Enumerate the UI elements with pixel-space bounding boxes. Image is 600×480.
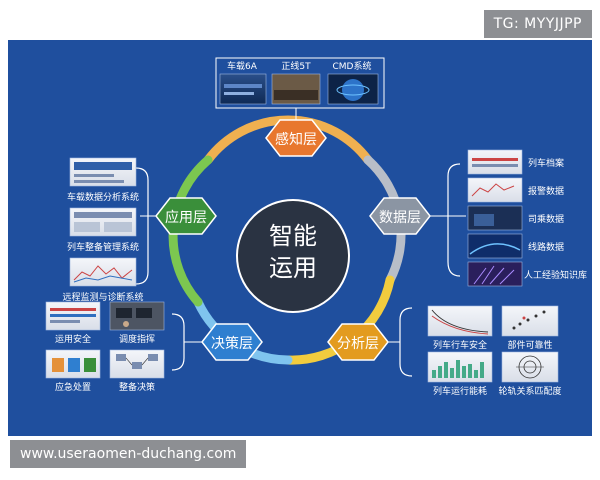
decision-label-3: 整备决策	[119, 381, 155, 393]
decision-label-1: 调度指挥	[119, 333, 155, 345]
node-analysis: 分析层	[327, 323, 389, 361]
perception-group: 车载6A 正线5T CMD系统	[215, 57, 385, 120]
data-group: 列车档案 报警数据 司乘数据 线路数据 人工经验知识库	[430, 149, 587, 287]
svg-text:分析层: 分析层	[337, 336, 379, 352]
decision-item-1: 调度指挥	[109, 301, 165, 345]
data-label-4: 人工经验知识库	[524, 269, 587, 281]
analysis-item-3: 轮轨关系匹配度	[498, 351, 562, 397]
analysis-label-1: 部件可靠性	[507, 339, 552, 351]
analysis-group: 列车行车安全 部件可靠性 列车运行能耗 轮轨关系匹配度	[388, 305, 562, 397]
analysis-label-2: 列车运行能耗	[433, 385, 487, 397]
decision-item-3: 整备决策	[109, 349, 165, 393]
analysis-item-0: 列车行车安全	[427, 305, 493, 351]
analysis-item-1: 部件可靠性	[501, 305, 559, 351]
node-application: 应用层	[155, 197, 217, 235]
perception-label-1: 正线5T	[281, 60, 311, 72]
application-label-0: 车载数据分析系统	[67, 191, 139, 203]
application-item-2: 远程监测与诊断系统	[62, 257, 144, 303]
data-label-2: 司乘数据	[528, 213, 564, 225]
data-label-3: 线路数据	[528, 241, 564, 253]
perception-label-2: CMD系统	[333, 60, 372, 72]
decision-group: 运用安全 调度指挥 应急处置 整备决策	[45, 301, 202, 393]
application-label-1: 列车整备管理系统	[67, 241, 139, 253]
application-group: 车载数据分析系统 列车整备管理系统 远程监测与诊断系统	[62, 157, 156, 303]
analysis-label-3: 轮轨关系匹配度	[498, 385, 561, 397]
center-line1: 智能	[269, 222, 317, 250]
application-item-0: 车载数据分析系统	[67, 157, 139, 203]
svg-text:数据层: 数据层	[379, 210, 421, 226]
node-perception: 感知层	[265, 119, 327, 157]
center-line2: 运用	[269, 254, 317, 282]
data-item-4: 人工经验知识库	[467, 261, 587, 287]
decision-item-0: 运用安全	[45, 301, 101, 345]
data-item-1: 报警数据	[467, 177, 564, 203]
svg-text:应用层: 应用层	[165, 209, 207, 226]
center-hub: 智能 运用	[236, 199, 350, 313]
svg-text:感知层: 感知层	[275, 131, 317, 148]
data-label-1: 报警数据	[528, 185, 564, 197]
svg-text:决策层: 决策层	[211, 335, 253, 352]
perception-label-0: 车载6A	[227, 60, 258, 72]
decision-item-2: 应急处置	[45, 349, 101, 393]
application-item-1: 列车整备管理系统	[67, 207, 139, 253]
decision-label-2: 应急处置	[55, 381, 91, 393]
analysis-label-0: 列车行车安全	[433, 339, 487, 351]
diagram-panel: 智能 运用 感知层 数据层 分析层 决策层 应用层 车载6A 正线5T CMD系…	[8, 40, 592, 436]
decision-label-0: 运用安全	[55, 333, 91, 345]
node-decision: 决策层	[201, 323, 263, 361]
intelligent-operation-diagram: 智能 运用 感知层 数据层 分析层 决策层 应用层 车载6A 正线5T CMD系…	[45, 57, 587, 397]
watermark-top: TG: MYYJJPP	[483, 10, 592, 38]
analysis-item-2: 列车运行能耗	[427, 351, 493, 397]
vehicle-6a-thumbnail	[219, 73, 267, 105]
data-item-3: 线路数据	[467, 233, 564, 259]
watermark-bottom: www.useraomen-duchang.com	[10, 440, 247, 468]
data-label-0: 列车档案	[528, 157, 564, 169]
node-data: 数据层	[369, 197, 431, 235]
data-item-2: 司乘数据	[467, 205, 564, 231]
data-item-0: 列车档案	[467, 149, 564, 175]
application-label-2: 远程监测与诊断系统	[62, 291, 143, 303]
